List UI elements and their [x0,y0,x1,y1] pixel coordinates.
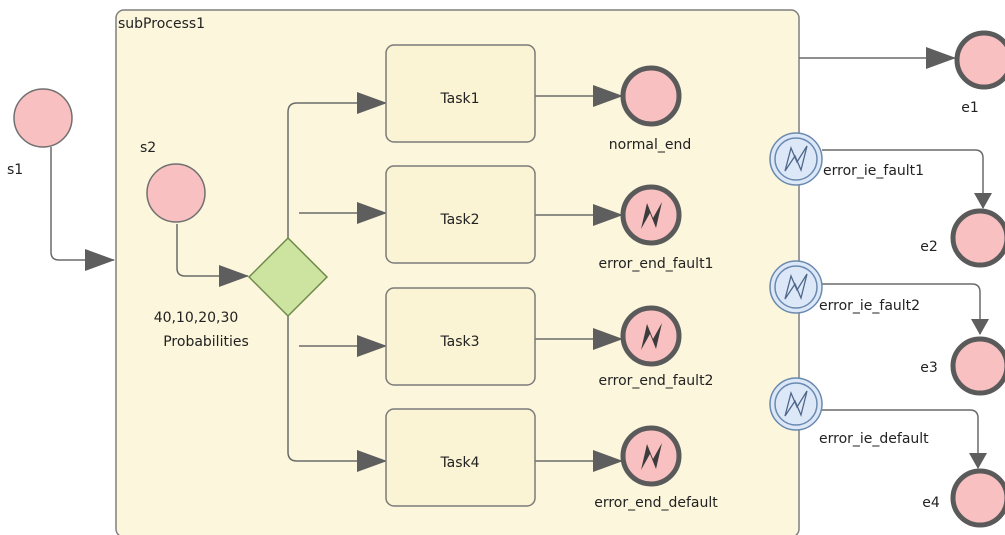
end-event-error-end-fault2-label: error_end_fault2 [599,373,714,389]
error-lightning-icon [784,273,808,301]
end-event-e2-label: e2 [920,239,938,255]
error-lightning-icon [641,202,662,229]
end-event-error-end-default[interactable] [620,425,682,487]
end-event-e1[interactable] [954,30,1005,90]
task-task4-label: Task4 [439,455,479,471]
start-event-s2[interactable] [146,163,206,223]
boundary-event-error-ie-fault2[interactable] [769,260,823,314]
end-event-error-end-fault1-label: error_end_fault1 [599,256,714,272]
flow-gateway-to-task4[interactable] [287,316,387,472]
task-task2[interactable]: Task2 [385,165,536,264]
flow-s2-to-gateway[interactable] [176,224,249,287]
task-task1-label: Task1 [439,91,479,107]
flow-s1-to-subprocess[interactable] [50,147,115,271]
error-lightning-icon [784,390,808,418]
end-event-normal-end[interactable] [620,65,682,127]
task-task4[interactable]: Task4 [385,408,536,507]
task-task3[interactable]: Task3 [385,287,536,386]
gateway-annotation-probabilities: Probabilities [163,334,249,350]
flow-fault1-to-e2[interactable] [822,149,992,209]
start-event-s2-label: s2 [140,140,156,156]
task-task2-label: Task2 [439,212,479,228]
boundary-event-error-ie-default-label: error_ie_default [819,431,929,447]
boundary-event-error-ie-fault2-label: error_ie_fault2 [819,298,920,314]
boundary-event-error-ie-fault1[interactable] [769,132,823,186]
error-lightning-icon [641,443,662,470]
error-lightning-icon [784,145,808,173]
flow-gateway-to-task1[interactable] [287,92,387,240]
flow-fault2-to-e3[interactable] [822,283,989,335]
end-event-error-end-fault1[interactable] [620,184,682,246]
end-event-normal-end-label: normal_end [609,137,691,153]
end-event-e1-label: e1 [961,100,979,116]
end-event-e4-label: e4 [922,495,940,511]
gateway-annotation-values: 40,10,20,30 [154,310,239,326]
task-task1[interactable]: Task1 [385,44,536,143]
boundary-event-error-ie-fault1-label: error_ie_fault1 [823,163,924,179]
boundary-event-error-ie-default[interactable] [769,377,823,431]
start-event-s1[interactable] [13,88,73,148]
exclusive-gateway[interactable] [247,236,329,318]
flow-default-to-e4[interactable] [822,409,987,469]
connectors [50,47,992,472]
end-event-e2[interactable] [950,208,1005,268]
end-event-e4[interactable] [950,468,1005,528]
task-task3-label: Task3 [439,334,479,350]
end-event-e3[interactable] [950,336,1005,396]
start-event-s1-label: s1 [7,162,23,178]
subprocess-label: subProcess1 [118,16,205,32]
end-event-error-end-fault2[interactable] [620,305,682,367]
end-event-e3-label: e3 [920,360,938,376]
end-event-error-end-default-label: error_end_default [594,495,718,511]
error-lightning-icon [641,323,662,350]
